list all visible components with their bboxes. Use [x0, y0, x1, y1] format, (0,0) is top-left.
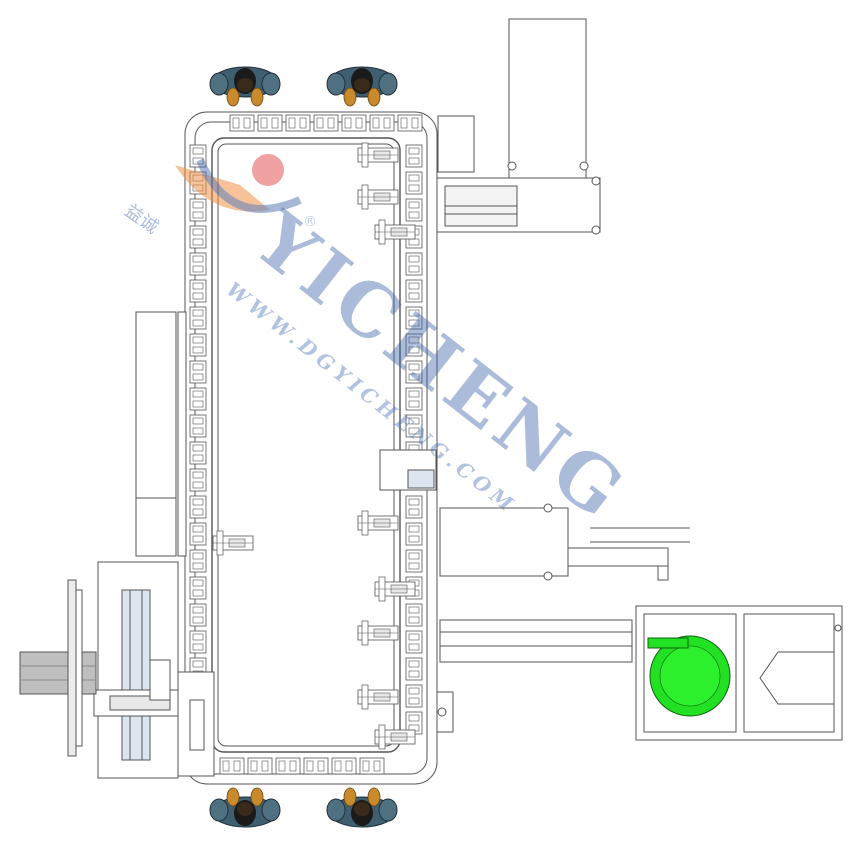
- center-right-module: [379, 449, 690, 733]
- left-panel: [135, 311, 187, 557]
- left-stations: [189, 144, 207, 735]
- watermark-chinese: 益诚: [121, 200, 163, 238]
- operator-icon: [326, 787, 398, 828]
- registered-mark: ®: [303, 214, 317, 230]
- operator-icon: [326, 66, 398, 107]
- top-feed-unit: [436, 18, 601, 235]
- operator-icon: [209, 787, 281, 828]
- watermark-brand: YICHENG: [238, 196, 643, 539]
- operator-icon: [209, 66, 281, 107]
- bottom-stations: [219, 757, 385, 775]
- left-station-machine: [19, 561, 215, 779]
- bottom-right-feeder: [439, 605, 843, 741]
- watermark-logo: ®: [175, 154, 317, 230]
- top-stations: [229, 114, 423, 132]
